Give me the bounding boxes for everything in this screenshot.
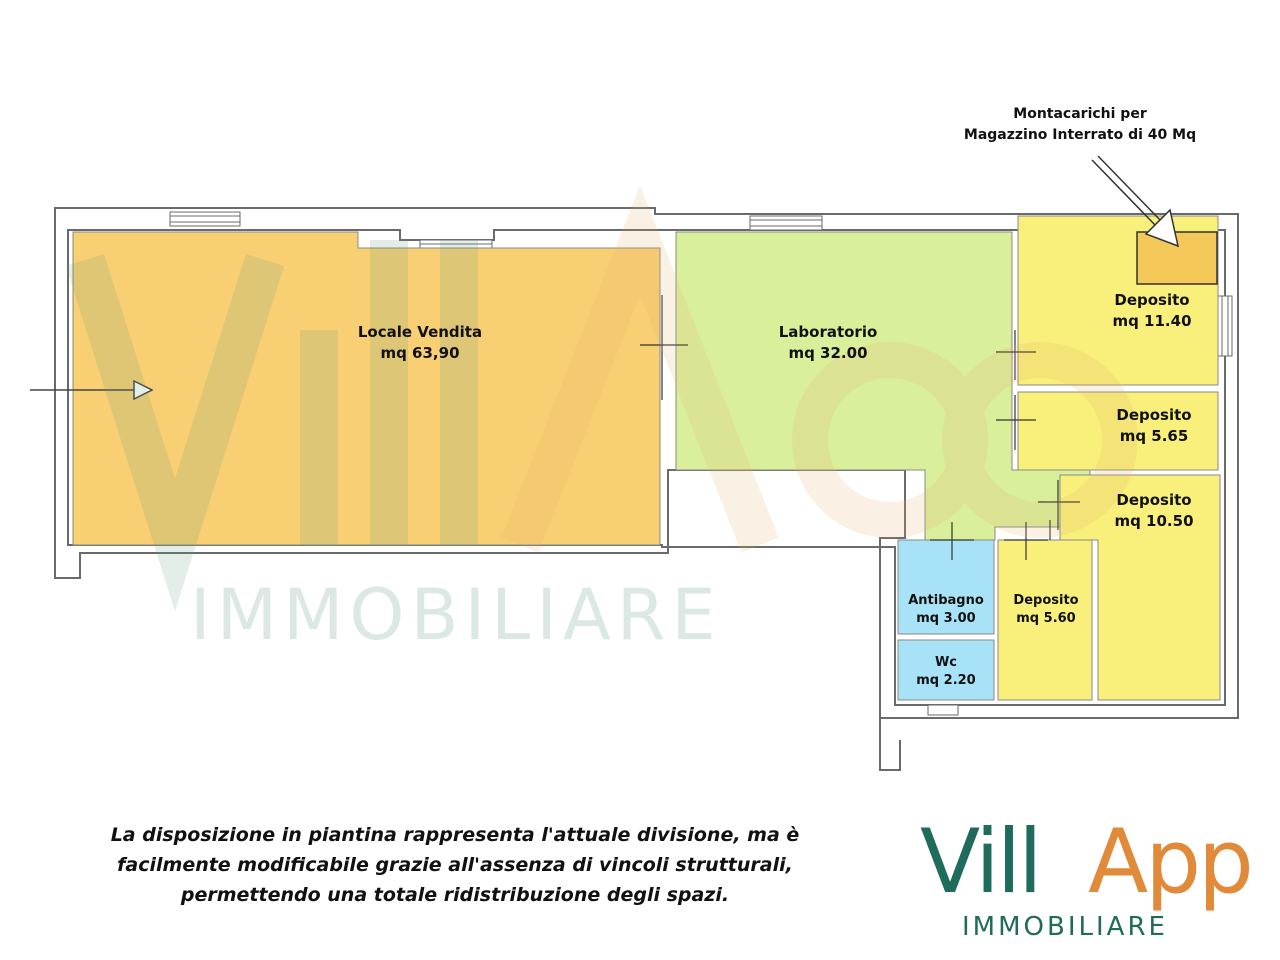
room-laboratorio: [675, 231, 1091, 541]
room-label-deposito-3: Deposito mq 10.50: [1094, 490, 1214, 532]
room-name: Deposito: [1114, 291, 1190, 309]
room-deposito-4: [997, 539, 1093, 701]
lift-note-line2: Magazzino Interrato di 40 Mq: [963, 127, 1197, 143]
caption-line2: facilmente modificabile grazie all'assen…: [117, 854, 793, 876]
room-wc: [897, 639, 995, 701]
room-area: mq 63,90: [380, 344, 460, 362]
room-label-wc: Wc mq 2.20: [898, 654, 994, 690]
room-label-deposito-2: Deposito mq 5.65: [1094, 405, 1214, 447]
logo-subtitle: IMMOBILIARE: [962, 912, 1168, 942]
arrow-down-right-icon: [1091, 155, 1180, 248]
room-area: mq 32.00: [788, 344, 868, 362]
room-name: Laboratorio: [778, 323, 878, 341]
room-name: Antibagno: [908, 593, 984, 608]
room-area: mq 11.40: [1112, 312, 1192, 330]
room-area: mq 5.60: [1016, 611, 1076, 626]
walls: [54, 207, 1239, 771]
room-name: Deposito: [1013, 593, 1079, 608]
room-area: mq 3.00: [916, 611, 976, 626]
villapp-logo: Vill App IMMOBILIARE: [920, 812, 1260, 952]
room-label-laboratorio: Laboratorio mq 32.00: [758, 322, 898, 364]
logo-part-vill: Vill: [920, 810, 1043, 913]
caption-line3: permettendo una totale ridistribuzione d…: [180, 884, 730, 906]
room-name: Wc: [934, 655, 958, 670]
watermark-logo: [65, 185, 1138, 612]
room-name: Deposito: [1116, 406, 1192, 424]
room-area: mq 2.20: [916, 673, 976, 688]
room-label-locale-vendita: Locale Vendita mq 63,90: [330, 322, 510, 364]
room-name: Deposito: [1116, 491, 1192, 509]
arrow-right-icon: [30, 379, 154, 401]
room-area: mq 10.50: [1114, 512, 1194, 530]
caption: La disposizione in piantina rappresenta …: [20, 820, 890, 910]
room-deposito-2: [1017, 391, 1219, 471]
room-locale-vendita: [72, 231, 661, 546]
room-area: mq 5.65: [1119, 427, 1189, 445]
caption-line1: La disposizione in piantina rappresenta …: [110, 824, 800, 846]
room-name: Locale Vendita: [357, 323, 483, 341]
lift-note-line1: Montacarichi per: [1013, 106, 1147, 122]
lift-note: Montacarichi per Magazzino Interrato di …: [940, 104, 1220, 146]
logo-part-app: App: [1088, 810, 1254, 913]
watermark-subtitle: IMMOBILIARE: [190, 574, 722, 656]
door-marks: [640, 295, 1080, 560]
room-label-deposito-1: Deposito mq 11.40: [1092, 290, 1212, 332]
room-label-antibagno: Antibagno mq 3.00: [898, 592, 994, 628]
room-label-deposito-4: Deposito mq 5.60: [1000, 592, 1092, 628]
